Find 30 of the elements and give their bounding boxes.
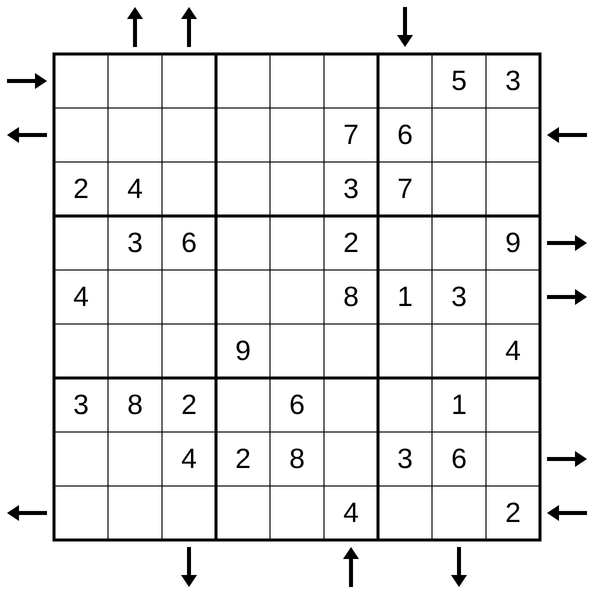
given-digit: 4 xyxy=(505,335,521,367)
given-digit: 2 xyxy=(343,227,359,259)
given-digit: 8 xyxy=(127,389,143,421)
given-digit: 2 xyxy=(181,389,197,421)
given-digit: 2 xyxy=(73,173,89,205)
given-digit: 3 xyxy=(397,443,413,475)
given-digit: 7 xyxy=(397,173,413,205)
given-digit: 3 xyxy=(343,173,359,205)
given-digit: 9 xyxy=(235,335,251,367)
given-digit: 7 xyxy=(343,119,359,151)
given-digit: 6 xyxy=(397,119,413,151)
given-digit: 6 xyxy=(181,227,197,259)
given-digit: 3 xyxy=(127,227,143,259)
given-digit: 6 xyxy=(451,443,467,475)
given-digit: 4 xyxy=(73,281,89,313)
given-digit: 1 xyxy=(451,389,467,421)
given-digit: 4 xyxy=(127,173,143,205)
given-digit: 5 xyxy=(451,65,467,97)
given-digit: 1 xyxy=(397,281,413,313)
given-digit: 8 xyxy=(289,443,305,475)
given-digit: 3 xyxy=(451,281,467,313)
given-digit: 3 xyxy=(505,65,521,97)
given-digit: 3 xyxy=(73,389,89,421)
given-digit: 2 xyxy=(235,443,251,475)
given-digit: 6 xyxy=(289,389,305,421)
given-digit: 8 xyxy=(343,281,359,313)
given-digit: 9 xyxy=(505,227,521,259)
given-digit: 4 xyxy=(343,497,359,529)
given-digit: 2 xyxy=(505,497,521,529)
given-digit: 4 xyxy=(181,443,197,475)
